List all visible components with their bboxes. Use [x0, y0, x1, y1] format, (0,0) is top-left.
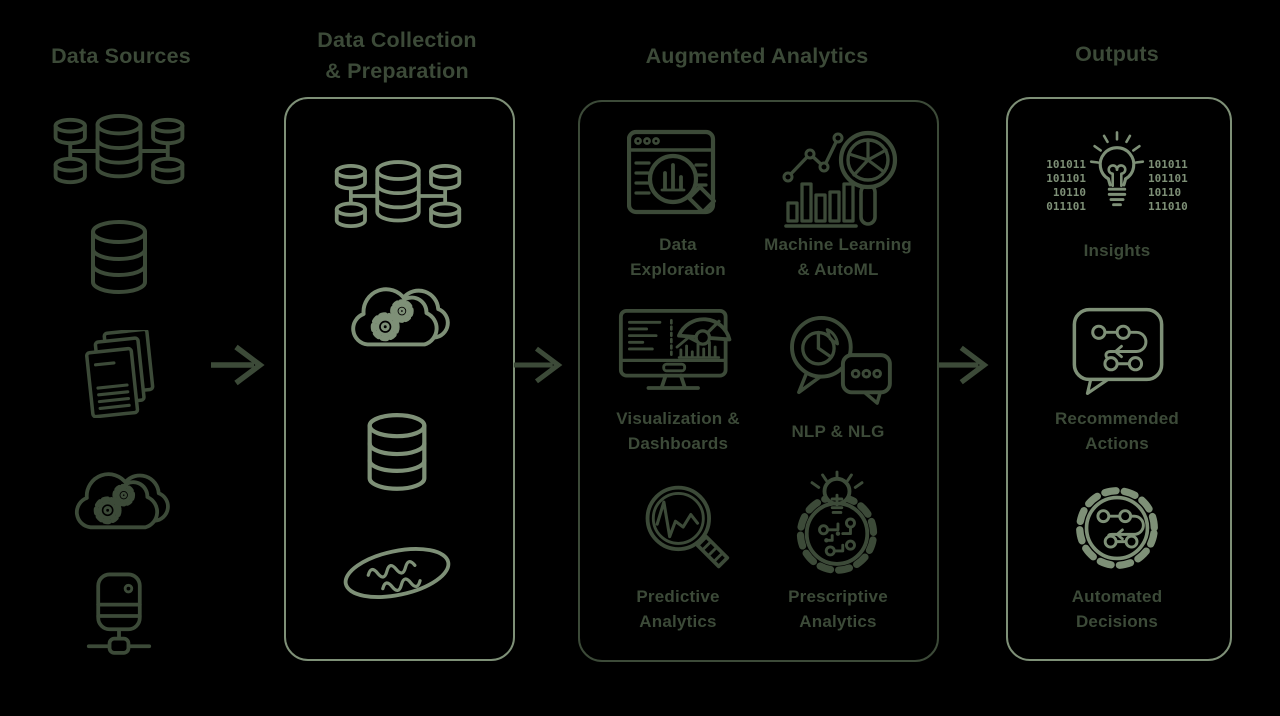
prescriptive-analytics-icon [796, 470, 878, 574]
collection-panel [284, 97, 515, 661]
label-line: Data [659, 235, 697, 254]
analytics-title: Augmented Analytics [645, 44, 869, 68]
label-data-exploration: Data Exploration [626, 232, 730, 282]
database-icon [367, 413, 427, 491]
binary-row: 101101 [1046, 172, 1086, 185]
binary-row: 011101 [1046, 200, 1086, 213]
label-line: & AutoML [797, 260, 879, 279]
label-visualization: Visualization & Dashboards [596, 406, 760, 456]
label-line: Analytics [639, 612, 717, 631]
collection-title-line2: & Preparation [325, 59, 469, 83]
collection-title: Data Collection & Preparation [287, 25, 507, 87]
label-line: Automated [1071, 587, 1163, 606]
label-line: Visualization & [616, 409, 740, 428]
outputs-panel [1006, 97, 1232, 661]
label-insights: Insights [1047, 238, 1187, 263]
database-icon [91, 220, 147, 294]
label-line: Recommended [1054, 409, 1180, 428]
label-recommended-actions: Recommended Actions [1035, 406, 1199, 456]
label-line: Prescriptive [788, 587, 888, 606]
lightbulb-icon [1089, 131, 1145, 207]
predictive-analytics-icon [645, 485, 730, 569]
cloud-processing-icon [351, 287, 450, 347]
label-line: Dashboards [627, 434, 729, 453]
data-exploration-icon [627, 129, 716, 215]
binary-row: 111010 [1148, 200, 1188, 213]
automated-decisions-icon [1076, 487, 1158, 569]
binary-row: 101011 [1148, 158, 1188, 171]
label-line: Predictive [636, 587, 720, 606]
binary-row: 101101 [1148, 172, 1188, 185]
database-cluster-icon [334, 160, 462, 229]
label-line: NLP & NLG [791, 422, 885, 441]
label-line: Actions [1085, 434, 1149, 453]
arrow-right-icon [937, 345, 989, 385]
server-icon [86, 572, 152, 655]
binary-text-left: 101011 101101 10110 011101 [1036, 158, 1086, 214]
machine-learning-automl-icon [782, 130, 898, 228]
label-nlp-nlg: NLP & NLG [776, 419, 900, 444]
analytics-panel [578, 100, 939, 662]
data-lake-icon [343, 547, 451, 599]
database-cluster-icon [53, 113, 185, 185]
label-line: Analytics [799, 612, 877, 631]
arrow-right-icon [513, 346, 563, 384]
documents-icon [85, 330, 155, 418]
label-line: Exploration [630, 260, 726, 279]
binary-row: 10110 [1052, 186, 1086, 199]
binary-text-right: 101011 101101 10110 111010 [1148, 158, 1198, 214]
label-line: Machine Learning [764, 235, 912, 254]
visualization-dashboards-icon [618, 308, 732, 390]
insights-icon: 101011 101101 10110 011101 101011 101101… [1036, 124, 1198, 220]
label-machine-learning: Machine Learning & AutoML [756, 232, 920, 282]
data-sources-title: Data Sources [51, 44, 191, 68]
nlp-nlg-icon [790, 315, 892, 405]
cloud-processing-icon [74, 472, 170, 530]
outputs-title: Outputs [1075, 42, 1159, 66]
recommended-actions-icon [1072, 307, 1164, 395]
label-automated-decisions: Automated Decisions [1047, 584, 1187, 634]
binary-row: 101011 [1046, 158, 1086, 171]
label-predictive: Predictive Analytics [626, 584, 730, 634]
collection-title-line1: Data Collection [317, 28, 477, 52]
label-line: Decisions [1075, 612, 1159, 631]
binary-row: 10110 [1148, 186, 1182, 199]
label-prescriptive: Prescriptive Analytics [768, 584, 908, 634]
label-line: Insights [1083, 241, 1151, 260]
arrow-right-icon [211, 344, 265, 386]
